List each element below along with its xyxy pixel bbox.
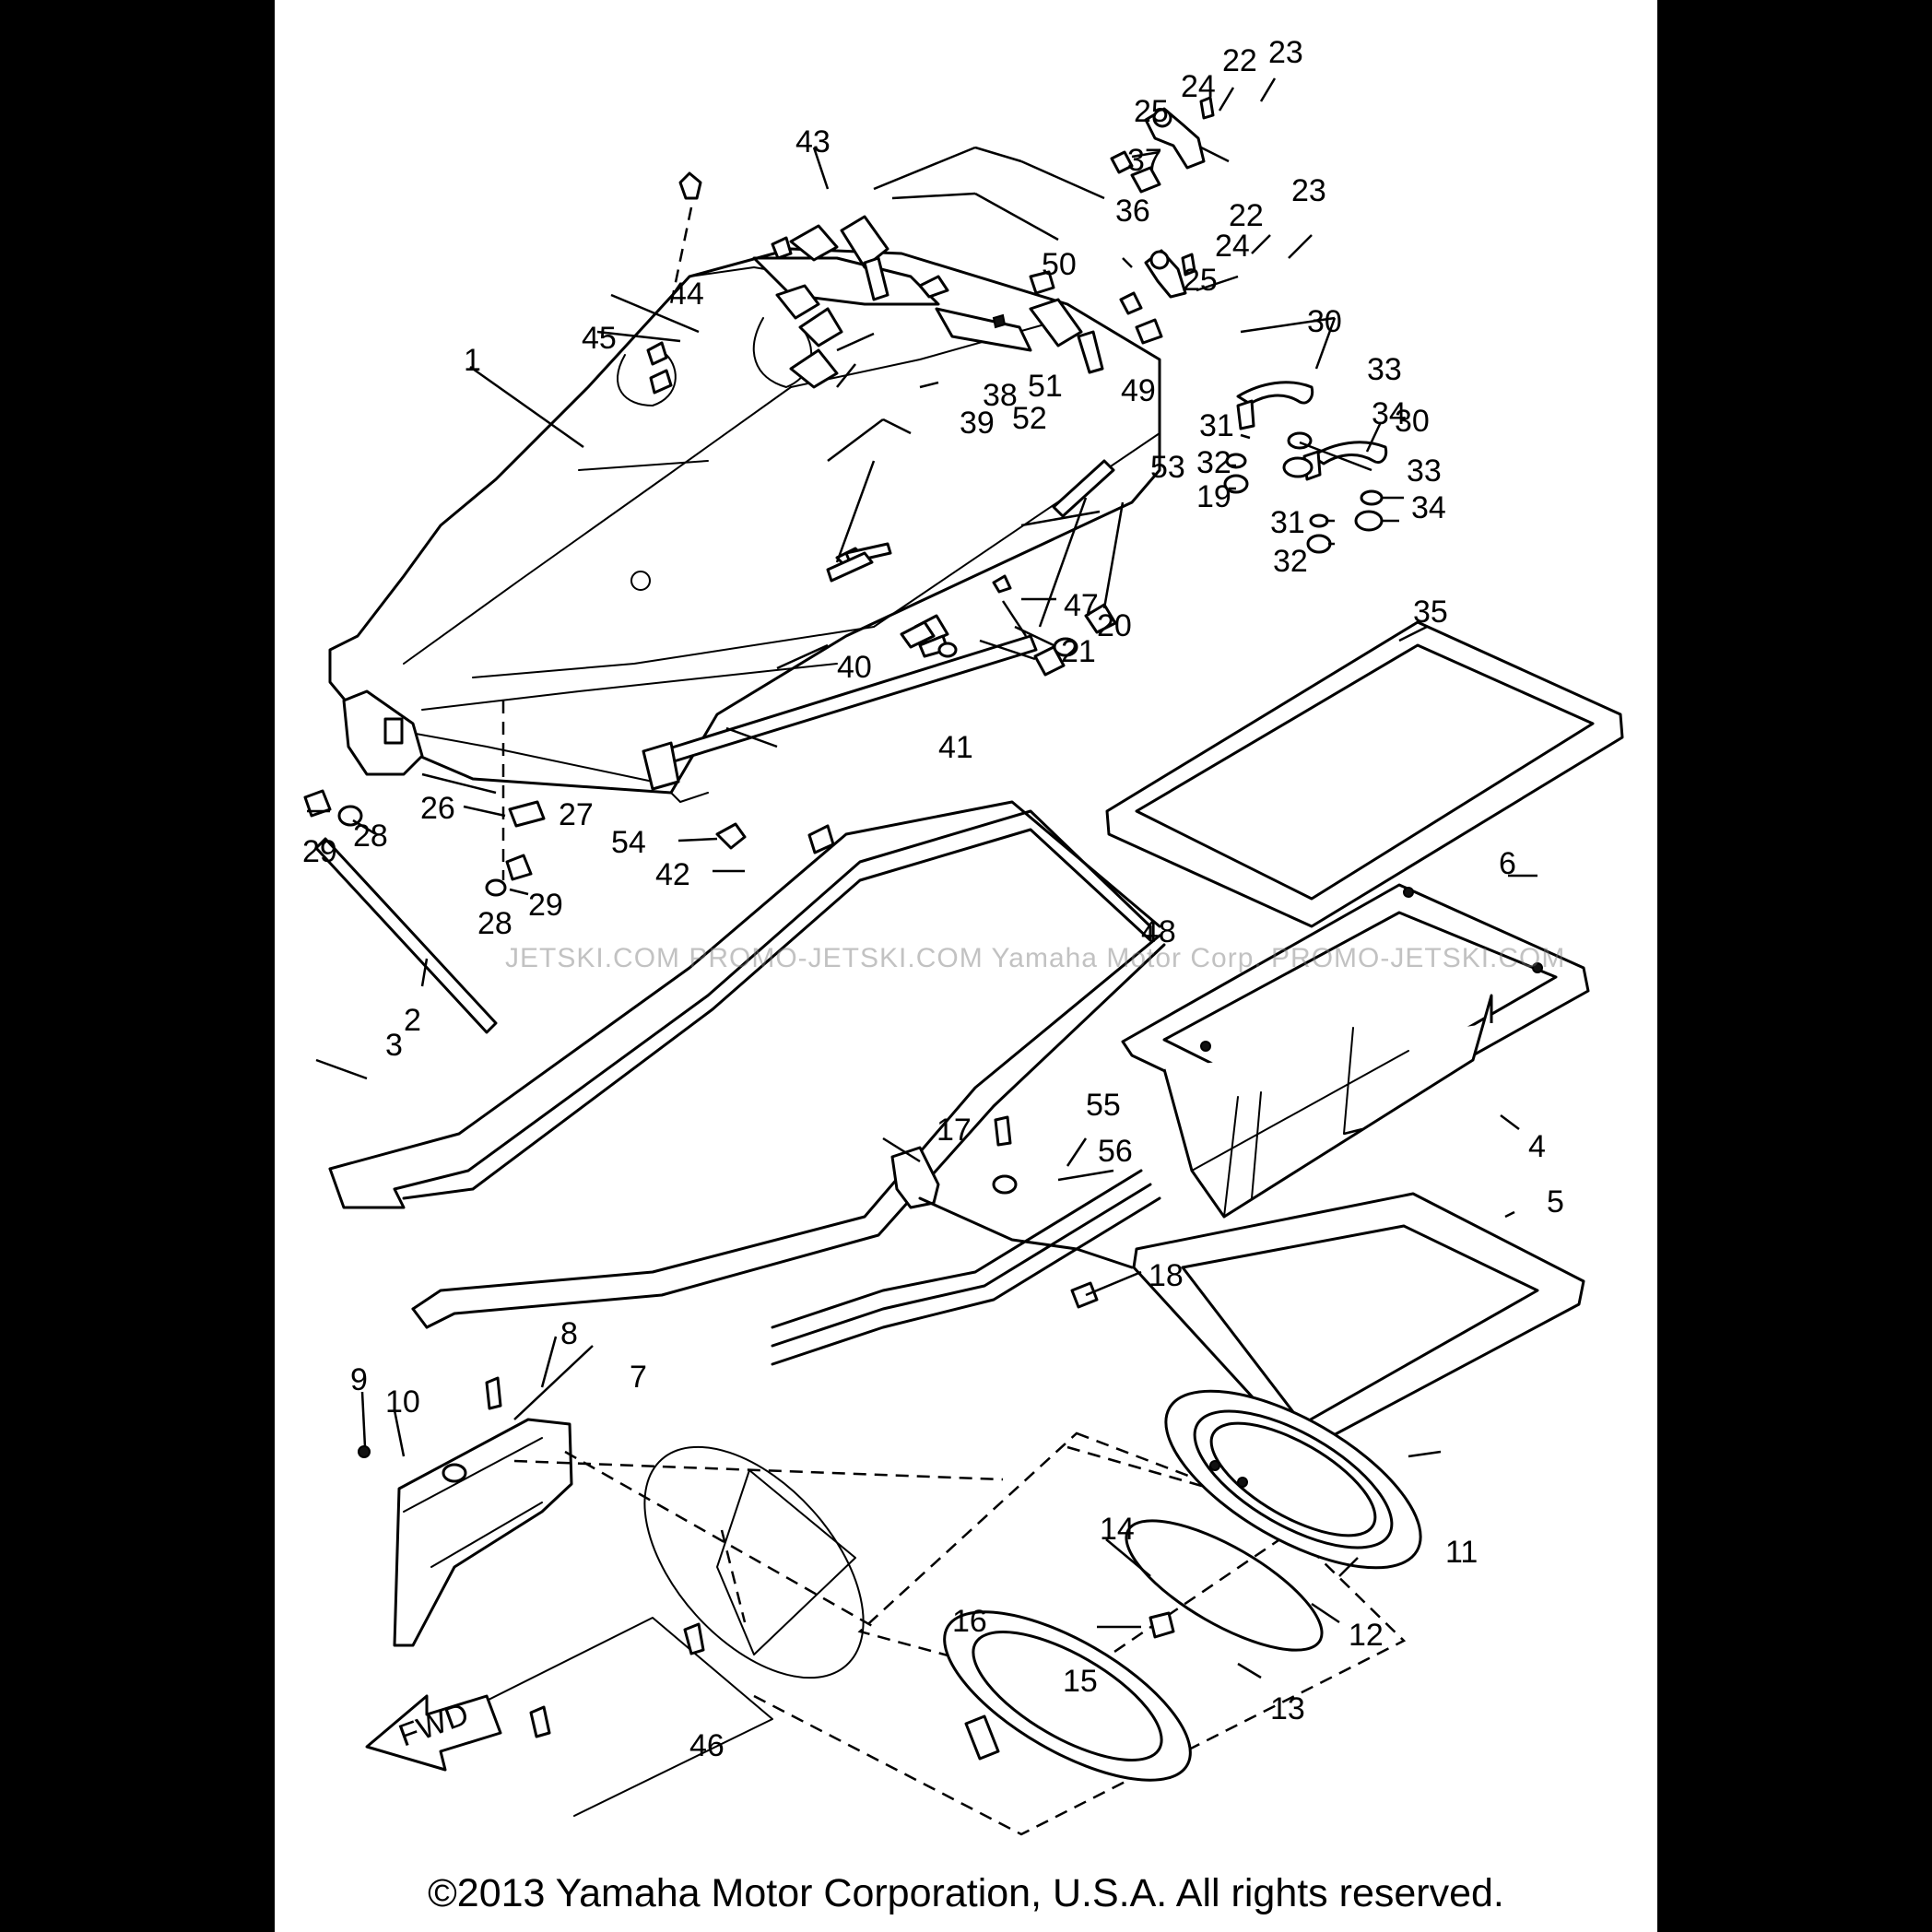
callout-43: 43 [795, 124, 831, 159]
callout-37: 37 [1127, 143, 1162, 178]
part-35-frame [1105, 620, 1624, 928]
callout-1: 1 [464, 343, 481, 378]
callout-47: 47 [1064, 588, 1099, 623]
callout-10: 10 [385, 1384, 420, 1420]
callout-46: 46 [689, 1728, 724, 1763]
callout-26: 26 [420, 791, 455, 826]
callout-31b: 31 [1270, 505, 1305, 540]
callout-25a: 25 [1134, 94, 1169, 129]
callout-11: 11 [1445, 1535, 1478, 1570]
callout-50: 50 [1042, 247, 1077, 282]
hatch-assembly [943, 1389, 1422, 1782]
callout-21: 21 [1061, 634, 1096, 669]
callout-7: 7 [630, 1360, 647, 1395]
callout-5: 5 [1547, 1184, 1564, 1219]
callout-39: 39 [960, 406, 995, 441]
callout-41: 41 [938, 730, 973, 765]
callout-30a: 30 [1307, 304, 1342, 339]
callout-45: 45 [582, 321, 617, 356]
watermark: JETSKI.COM PROMO-JETSKI.COM Yamaha Motor… [505, 943, 1566, 973]
callout-52: 52 [1012, 401, 1047, 436]
hook-hardware [1223, 381, 1388, 554]
fwd-arrow: FWD [365, 1694, 502, 1772]
parts-diagram-sheet: FWD [275, 0, 1657, 1932]
mount-rails [771, 1115, 1161, 1366]
callout-28a: 28 [353, 819, 388, 854]
callout-30b: 30 [1395, 404, 1430, 439]
leader-lines [307, 77, 1537, 1679]
callout-49: 49 [1121, 373, 1156, 408]
callout-33b: 33 [1407, 454, 1442, 489]
callout-32a: 32 [1196, 445, 1231, 480]
hood-stay [642, 551, 1038, 854]
part-3-gunwale-trim [328, 800, 1166, 1329]
callout-2: 2 [404, 1003, 421, 1038]
callout-28b: 28 [477, 906, 512, 941]
callout-53: 53 [1150, 450, 1185, 485]
callout-40: 40 [837, 650, 872, 685]
callout-27: 27 [559, 797, 594, 832]
latch-assembly-lower [1119, 249, 1196, 345]
copyright-notice: ©2013 Yamaha Motor Corporation, U.S.A. A… [428, 1871, 1504, 1915]
callout-24b: 24 [1215, 229, 1250, 264]
callout-34b: 34 [1411, 490, 1446, 525]
callout-29b: 29 [528, 888, 563, 923]
hood-hardware-cluster [616, 171, 1104, 406]
callout-4: 4 [1528, 1129, 1546, 1164]
callout-3: 3 [385, 1028, 403, 1063]
callout-34a: 34 [1372, 396, 1407, 431]
callout-17: 17 [937, 1113, 972, 1148]
part-46-screws [529, 1622, 705, 1738]
part-4-storage-box [1121, 883, 1590, 1219]
callout-23b: 23 [1291, 173, 1326, 208]
callout-51: 51 [1028, 369, 1063, 404]
callout-22b: 22 [1229, 198, 1264, 233]
hood-hinge [303, 689, 546, 897]
callout-25b: 25 [1183, 263, 1218, 298]
callout-36: 36 [1115, 194, 1150, 229]
callout-23a: 23 [1268, 35, 1303, 70]
part-7-bracket [358, 1376, 573, 1647]
callout-32b: 32 [1273, 544, 1308, 579]
callout-48: 48 [1141, 914, 1176, 949]
callout-12: 12 [1349, 1618, 1384, 1653]
callout-33a: 33 [1367, 352, 1402, 387]
callout-38: 38 [983, 378, 1018, 413]
callout-20: 20 [1097, 608, 1132, 643]
callout-31a: 31 [1199, 408, 1234, 443]
callout-24a: 24 [1181, 69, 1216, 104]
part-5-gasket [1132, 1192, 1585, 1454]
callout-13: 13 [1270, 1691, 1305, 1726]
callout-44: 44 [669, 277, 704, 312]
part-2-rail [314, 837, 498, 1034]
callout-56: 56 [1098, 1134, 1133, 1169]
latch-assembly-upper [1110, 96, 1215, 194]
hood-cover [328, 247, 1161, 803]
callout-15: 15 [1063, 1664, 1098, 1699]
exploded-parts-diagram: FWD [302, 35, 1624, 1836]
callout-55: 55 [1086, 1088, 1121, 1123]
callout-16: 16 [952, 1604, 987, 1639]
callout-42: 42 [655, 857, 690, 892]
callout-6: 6 [1499, 846, 1516, 881]
callout-18: 18 [1149, 1258, 1184, 1293]
callout-22a: 22 [1222, 43, 1257, 78]
callout-19: 19 [1196, 479, 1231, 514]
callout-35: 35 [1413, 595, 1448, 630]
callout-9: 9 [350, 1362, 368, 1397]
callout-29a: 29 [302, 834, 337, 869]
callout-14: 14 [1100, 1512, 1135, 1547]
callout-labels: 1 2 3 4 5 6 7 8 9 10 11 12 13 14 15 16 1… [302, 35, 1564, 1763]
callout-54: 54 [611, 825, 646, 860]
callout-8: 8 [560, 1316, 578, 1351]
